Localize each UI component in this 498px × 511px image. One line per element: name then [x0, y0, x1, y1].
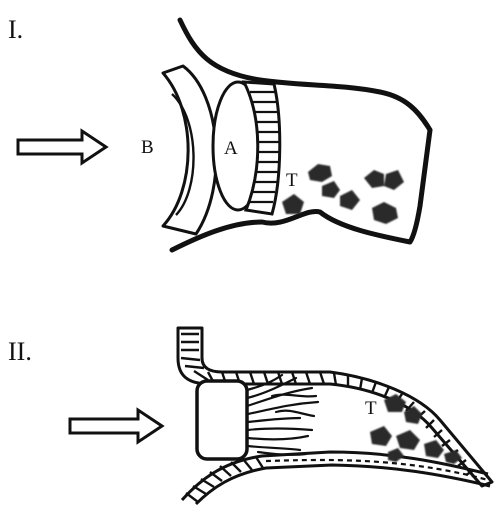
panel-2-flow-arrow	[70, 410, 162, 442]
panel-2-t-label: T	[365, 398, 377, 419]
plug-b	[163, 66, 216, 234]
panel-1: I. B A	[8, 15, 430, 250]
panel-1-label: I.	[8, 15, 23, 44]
panel-1-t-label: T	[286, 170, 298, 191]
plug-b-label: B	[141, 137, 154, 158]
panel-1-flow-arrow	[18, 131, 106, 163]
plug-a-label: A	[224, 138, 238, 159]
plug-block	[197, 381, 247, 459]
panel-2-label: II.	[8, 337, 32, 366]
panel-2: II.	[8, 328, 492, 504]
fibrous-strands	[247, 375, 318, 455]
